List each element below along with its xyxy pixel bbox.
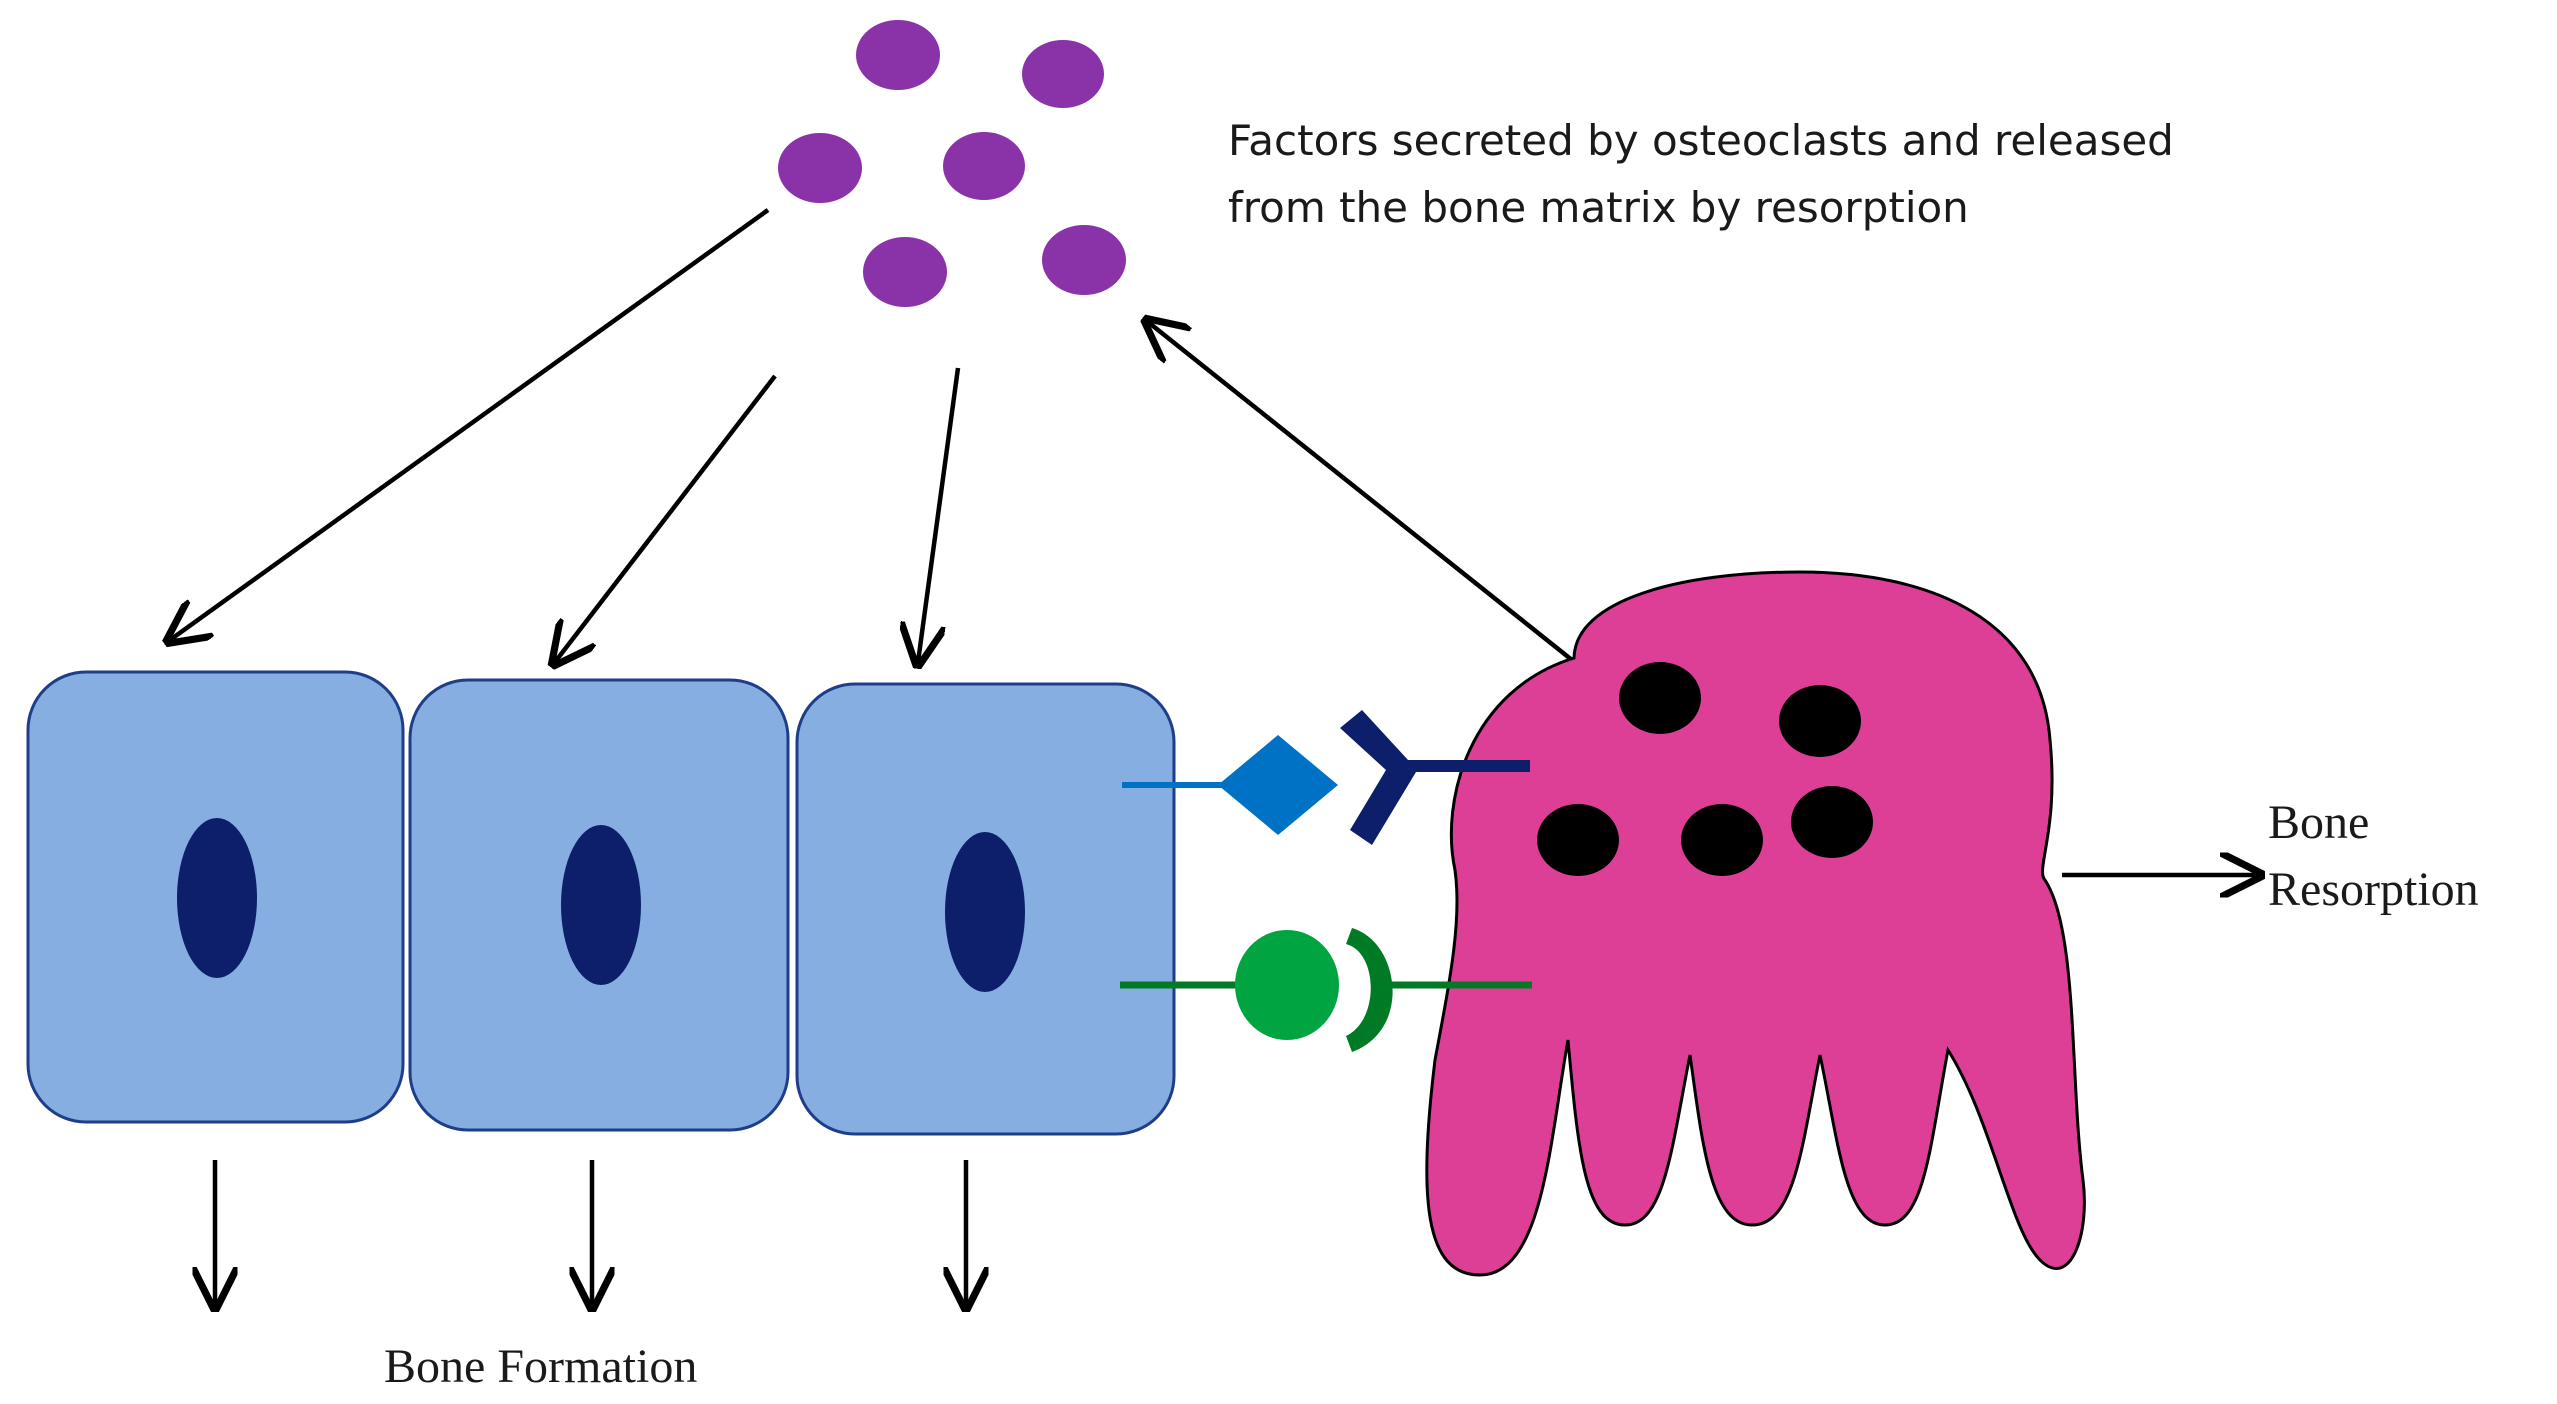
arrow-to-osteoblast-1	[170, 208, 770, 640]
secreted-factors	[778, 20, 1126, 307]
nucleus-icon	[561, 825, 641, 985]
factor-dot-icon	[863, 237, 947, 307]
factor-dot-icon	[778, 133, 862, 203]
nucleus-icon	[177, 818, 257, 978]
osteoclast-nucleus-icon	[1779, 685, 1861, 757]
arrow-to-osteoblast-3	[918, 367, 961, 662]
bone-resorption-label-line1: Bone	[2268, 796, 2369, 849]
osteoclast-nuclei	[1537, 662, 1873, 876]
formation-arrows	[215, 1160, 966, 1305]
osteoblast-row	[26, 670, 1176, 1136]
ligand-receptor-pair-1	[1122, 710, 1530, 845]
osteoclast-nucleus-icon	[1681, 804, 1763, 876]
round-ligand-icon	[1235, 930, 1339, 1040]
factor-dot-icon	[943, 132, 1025, 200]
factor-arrows	[170, 208, 1574, 662]
osteoclast-nucleus-icon	[1619, 662, 1701, 734]
bone-resorption-label-line2: Resorption	[2268, 863, 2479, 916]
bracket-receptor-icon	[1346, 928, 1393, 1052]
arrow-to-osteoblast-2	[555, 374, 777, 662]
osteoclast-nucleus-icon	[1791, 786, 1873, 858]
osteoclast-cell	[1425, 570, 2086, 1277]
arrow-osteoclast-to-factors	[1148, 322, 1574, 662]
ligand-receptor-pair-2	[1120, 928, 1532, 1052]
y-receptor-icon	[1340, 710, 1530, 845]
factor-dot-icon	[856, 20, 940, 90]
factors-label-line1: Factors secreted by osteoclasts and rele…	[1228, 116, 2174, 165]
bone-formation-label: Bone Formation	[384, 1340, 697, 1393]
factor-dot-icon	[1042, 225, 1126, 295]
osteoclast-nucleus-icon	[1537, 804, 1619, 876]
factors-label-line2: from the bone matrix by resorption	[1228, 183, 1969, 232]
nucleus-icon	[945, 832, 1025, 992]
factor-dot-icon	[1022, 40, 1104, 108]
diamond-ligand-icon	[1218, 735, 1338, 835]
